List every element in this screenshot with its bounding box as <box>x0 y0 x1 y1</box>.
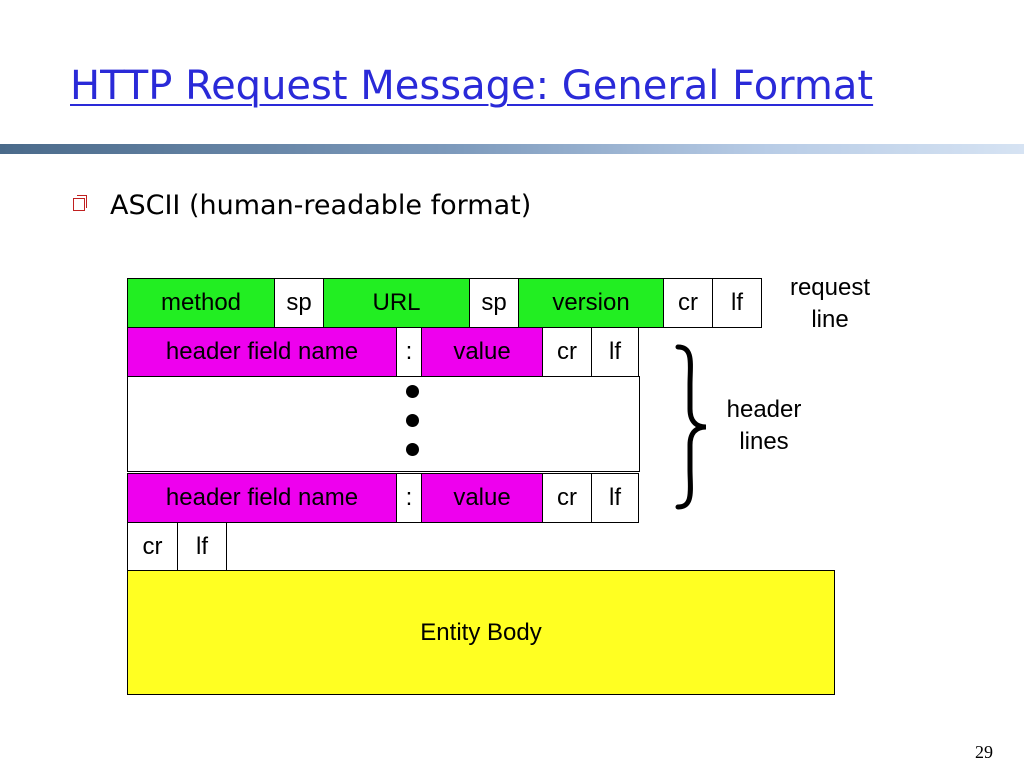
bullet-box-icon <box>73 195 87 211</box>
header-lf-cell: lf <box>591 327 639 377</box>
blank-line-lf-cell: lf <box>177 522 227 572</box>
header-lines-label-line2: lines <box>739 428 789 455</box>
ellipsis-dot <box>406 385 419 398</box>
header-field-name-cell: header field name <box>127 473 397 523</box>
header-cr-cell: cr <box>542 473 592 523</box>
request-method-cell: method <box>127 278 275 328</box>
header-value-cell: value <box>421 327 543 377</box>
request-sp-cell: sp <box>274 278 324 328</box>
header-lines-ellipsis-area <box>127 376 640 472</box>
header-lf-cell: lf <box>591 473 639 523</box>
ellipsis-dot <box>406 414 419 427</box>
header-lines-brace-icon <box>675 344 707 510</box>
request-line-label: request line <box>770 272 890 336</box>
header-lines-label-line1: header <box>726 396 802 423</box>
header-value-cell: value <box>421 473 543 523</box>
request-line-label-line1: request <box>789 274 871 301</box>
request-sp-cell: sp <box>469 278 519 328</box>
request-url-cell: URL <box>323 278 470 328</box>
slide-title: HTTP Request Message: General Format <box>70 63 874 109</box>
header-colon-cell: : <box>396 327 422 377</box>
header-colon-cell: : <box>396 473 422 523</box>
request-line-label-line2: line <box>811 306 849 333</box>
blank-line-cr-cell: cr <box>127 522 178 572</box>
header-lines-label: header lines <box>704 394 824 458</box>
request-cr-cell: cr <box>663 278 713 328</box>
entity-body-box: Entity Body <box>127 570 835 695</box>
header-cr-cell: cr <box>542 327 592 377</box>
title-divider <box>0 144 1024 154</box>
request-lf-cell: lf <box>712 278 762 328</box>
request-version-cell: version <box>518 278 664 328</box>
page-number: 29 <box>975 742 993 762</box>
ellipsis-dot <box>406 443 419 456</box>
header-field-name-cell: header field name <box>127 327 397 377</box>
bullet-text: ASCII (human-readable format) <box>110 190 532 221</box>
